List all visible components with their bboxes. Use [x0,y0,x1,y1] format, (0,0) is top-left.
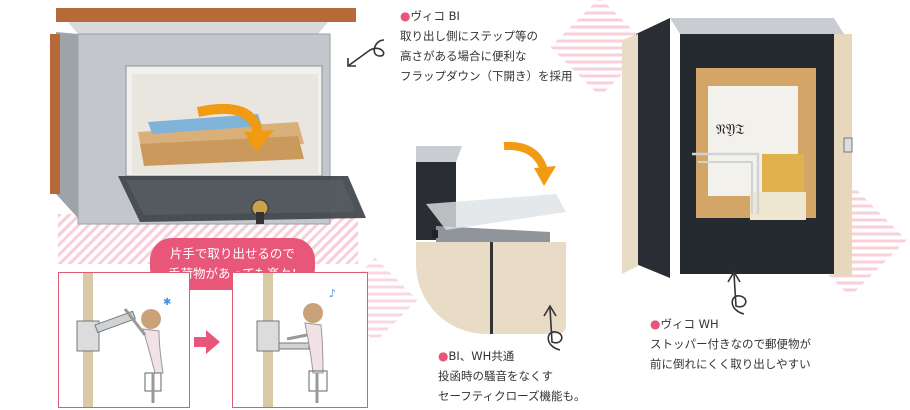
next-arrow-shaft [194,337,208,347]
callout-line: セーフティクローズ機能も。 [438,389,586,403]
callout-title: BI、WH共通 [448,349,515,363]
illustration-after: ♪ [232,272,368,408]
callout-line: 投函時の騒音をなくす [438,369,553,383]
next-arrow-icon [206,330,220,354]
callout-title: ヴィコ BI [410,9,460,23]
callout-line: 高さがある場合に便利な [400,49,527,63]
callout-line: フラップダウン（下開き）を採用 [400,69,573,83]
callout-title: ヴィコ WH [660,317,719,331]
bullet-icon: ● [650,317,661,331]
vico-wh-mailbox-photo: 𝔑𝔜𝔗 [622,18,853,278]
pointer-arrow-common [543,304,563,351]
bubble-line: 片手で取り出せるので [169,246,295,261]
svg-text:♪: ♪ [329,287,336,300]
svg-text:✱: ✱ [163,297,171,308]
callout-bi-wh-common: ●BI、WH共通 投函時の騒音をなくす セーフティクローズ機能も。 [438,346,586,406]
pointer-arrow-bi [347,39,385,67]
callout-vico-wh: ●ヴィコ WH ストッパー付きなので郵便物が 前に倒れにくく取り出しやすい [650,314,811,374]
callout-line: 前に倒れにくく取り出しやすい [650,357,811,371]
newspaper-masthead-graphic: 𝔑𝔜𝔗 [716,122,745,138]
bullet-icon: ● [438,349,449,363]
callout-vico-bi: ●ヴィコ BI 取り出し側にステップ等の 高さがある場合に便利な フラップダウン… [400,6,573,86]
pointer-arrow-wh [727,270,747,315]
illustration-before: ✱ [58,272,190,408]
closing-motion-arrow-icon [503,141,556,186]
callout-line: ストッパー付きなので郵便物が [650,337,811,351]
person-reaching-illustration: ✱ [76,273,171,407]
vico-bi-mailbox-photo [50,8,366,225]
bullet-icon: ● [400,9,411,23]
callout-line: 取り出し側にステップ等の [400,29,538,43]
person-retrieving-illustration: ♪ [256,273,336,407]
